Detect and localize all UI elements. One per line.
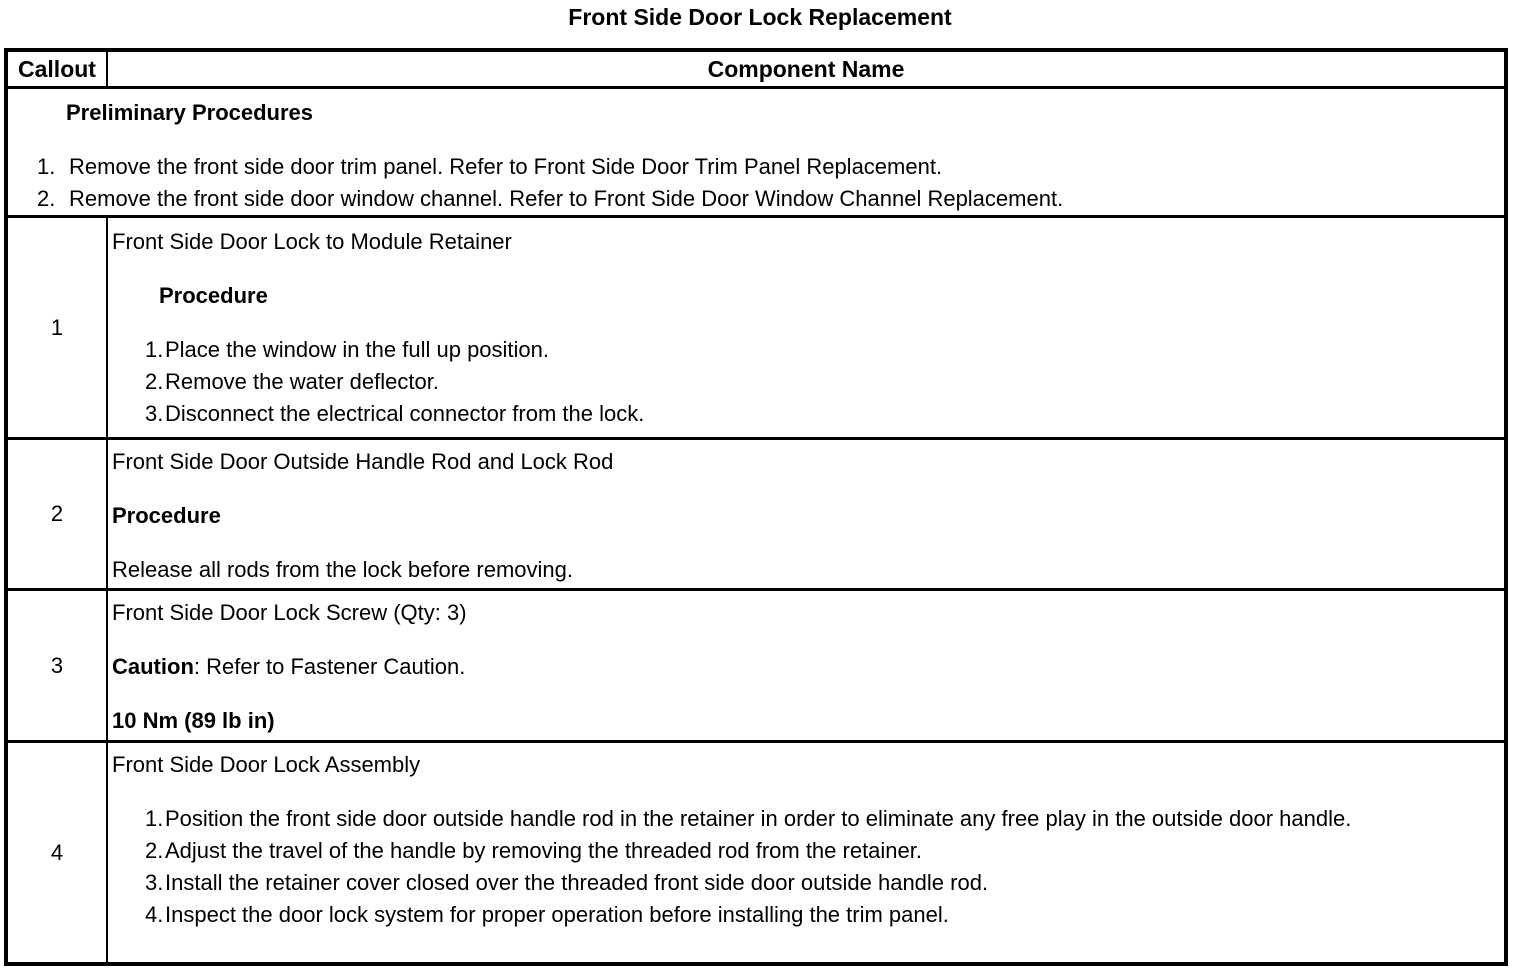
callout-cell: 1 (8, 218, 108, 437)
component-name-column-header: Component Name (707, 56, 905, 82)
list-item: 3. Disconnect the electrical connector f… (145, 398, 1494, 430)
component-cell: Front Side Door Lock to Module Retainer … (108, 218, 1504, 437)
list-item: 2. Adjust the travel of the handle by re… (145, 835, 1494, 867)
procedure-heading: Procedure (112, 503, 221, 528)
page-title: Front Side Door Lock Replacement (568, 4, 952, 30)
table-row: 3 Front Side Door Lock Screw (Qty: 3) Ca… (8, 588, 1504, 740)
list-item-number: 3. (145, 870, 164, 895)
caution-note: Caution: Refer to Fastener Caution. (112, 651, 1494, 683)
list-item-number: 2. (145, 838, 164, 863)
preliminary-procedures-heading: Preliminary Procedures (66, 100, 314, 125)
component-name: Front Side Door Lock Assembly (112, 752, 421, 777)
preliminary-steps-list: 1. Remove the front side door trim panel… (37, 151, 1494, 215)
procedure-heading: Procedure (159, 283, 268, 308)
callout-cell: 3 (8, 591, 108, 740)
component-cell: Front Side Door Outside Handle Rod and L… (108, 440, 1504, 588)
list-item: 1. Place the window in the full up posit… (145, 334, 1494, 366)
caution-text: : Refer to Fastener Caution. (193, 654, 466, 679)
list-item-text: Remove the water deflector. (165, 369, 439, 394)
torque-spec: 10 Nm (89 lb in) (112, 708, 275, 733)
list-item-text: Position the front side door outside han… (165, 806, 1352, 831)
table-row: 2 Front Side Door Outside Handle Rod and… (8, 437, 1504, 588)
list-item-number: 4. (145, 902, 164, 927)
list-item-text: Disconnect the electrical connector from… (165, 401, 645, 426)
list-item-text: Place the window in the full up position… (165, 337, 550, 362)
callout-cell: 4 (8, 743, 108, 962)
caution-label: Caution (112, 654, 194, 679)
procedure-note: Release all rods from the lock before re… (112, 557, 573, 582)
list-item-text: Install the retainer cover closed over t… (165, 870, 989, 895)
list-item-text: Remove the front side door window channe… (69, 186, 1064, 211)
list-item-number: 2. (145, 369, 164, 394)
component-name: Front Side Door Lock Screw (Qty: 3) (112, 600, 467, 625)
component-name: Front Side Door Lock to Module Retainer (112, 229, 512, 254)
procedure-steps-list: 1. Place the window in the full up posit… (145, 334, 1494, 430)
list-item: 2. Remove the water deflector. (145, 366, 1494, 398)
list-item-number: 1. (37, 154, 56, 179)
table-header-row: Callout Component Name (8, 52, 1504, 86)
component-cell: Front Side Door Lock Screw (Qty: 3) Caut… (108, 591, 1504, 740)
table-row: 1 Front Side Door Lock to Module Retaine… (8, 215, 1504, 437)
component-table: Callout Component Name Preliminary Proce… (4, 48, 1508, 966)
callout-column-header: Callout (8, 52, 108, 86)
list-item: 1. Position the front side door outside … (145, 803, 1494, 835)
list-item-text: Inspect the door lock system for proper … (165, 902, 949, 927)
list-item-text: Remove the front side door trim panel. R… (69, 154, 943, 179)
callout-cell: 2 (8, 440, 108, 588)
list-item-number: 1. (145, 337, 164, 362)
list-item-number: 2. (37, 186, 56, 211)
preliminary-procedures-row: Preliminary Procedures 1. Remove the fro… (8, 86, 1504, 215)
list-item-number: 3. (145, 401, 164, 426)
component-name: Front Side Door Outside Handle Rod and L… (112, 449, 614, 474)
list-item: 1. Remove the front side door trim panel… (37, 151, 1494, 183)
list-item: 3. Install the retainer cover closed ove… (145, 867, 1494, 899)
list-item-number: 1. (145, 806, 164, 831)
component-cell: Front Side Door Lock Assembly 1. Positio… (108, 743, 1504, 962)
list-item: 4. Inspect the door lock system for prop… (145, 899, 1494, 931)
list-item-text: Adjust the travel of the handle by remov… (165, 838, 923, 863)
preliminary-procedures-cell: Preliminary Procedures 1. Remove the fro… (8, 89, 1504, 215)
procedure-steps-list: 1. Position the front side door outside … (145, 803, 1494, 931)
list-item: 2. Remove the front side door window cha… (37, 183, 1494, 215)
table-row: 4 Front Side Door Lock Assembly 1. Posit… (8, 740, 1504, 962)
